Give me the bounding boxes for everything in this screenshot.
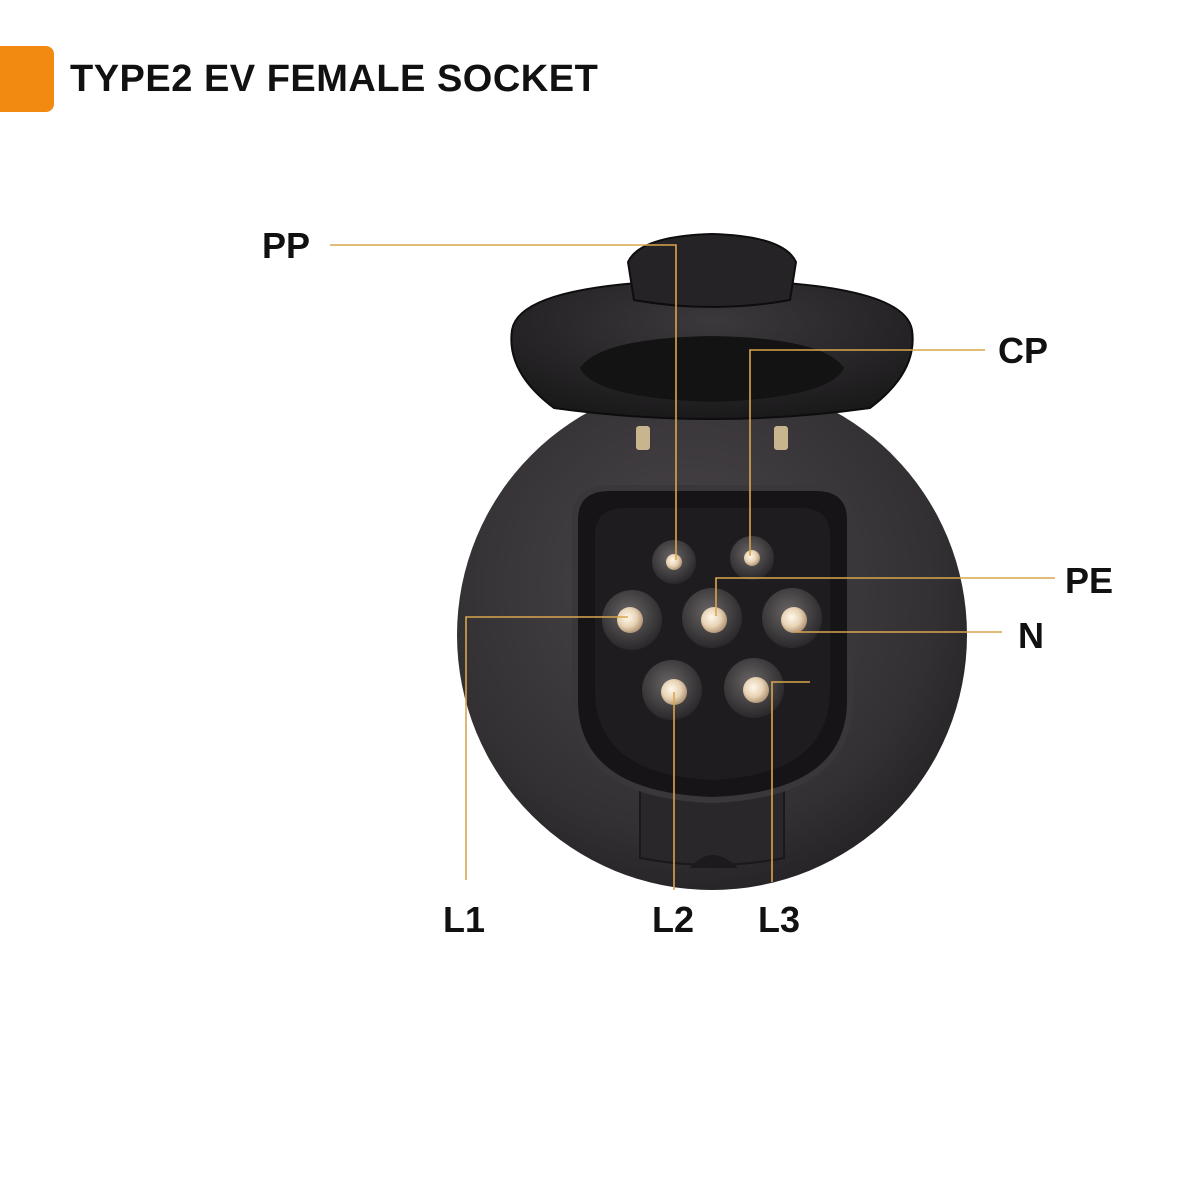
- leader-line-pe: [715, 577, 1055, 616]
- pin-label-l2: L2: [652, 899, 694, 940]
- pin-label-pe: PE: [1065, 560, 1113, 601]
- pin-l2: [642, 660, 702, 720]
- pin-label-n: N: [1018, 615, 1044, 656]
- pin-label-l3: L3: [758, 899, 800, 940]
- leader-line-l1: [465, 616, 628, 880]
- pin-l1: [602, 590, 662, 650]
- pin-pp: [652, 540, 696, 584]
- leader-line-pp: [330, 244, 677, 560]
- leader-line-l3: [771, 681, 810, 882]
- pin-cp: [730, 536, 774, 580]
- page-title: TYPE2 EV FEMALE SOCKET: [70, 58, 599, 100]
- pin-l3: [724, 658, 784, 718]
- leader-line-cp: [749, 349, 985, 556]
- pin-label-pp: PP: [262, 225, 310, 266]
- title-accent-block: [0, 46, 54, 112]
- pin-n: [762, 588, 822, 648]
- pin-label-cp: CP: [998, 330, 1048, 371]
- pin-pe: [682, 588, 742, 648]
- pin-label-l1: L1: [443, 899, 485, 940]
- socket-lid: [510, 232, 914, 420]
